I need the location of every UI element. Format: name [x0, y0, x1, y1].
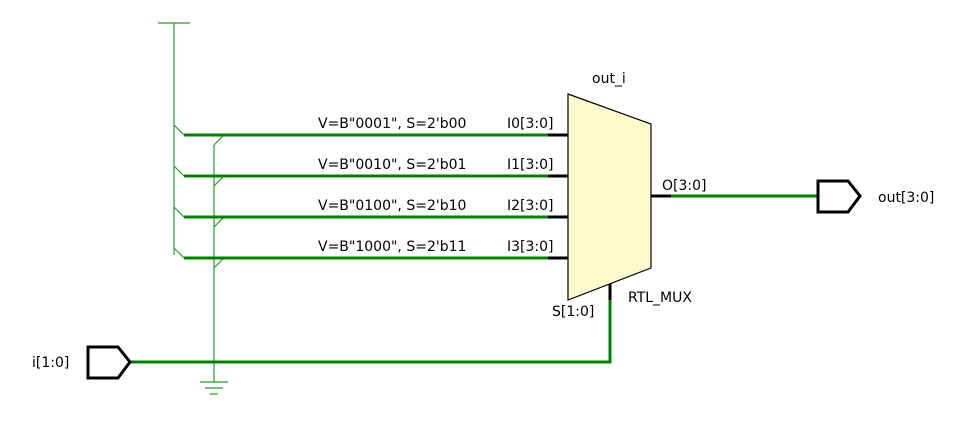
vcc-bit-taps [173, 124, 185, 259]
mux-output-pin-label: O[3:0] [662, 178, 706, 194]
mux-pin-stubs [548, 133, 671, 300]
mux-symbol[interactable] [567, 93, 652, 301]
mux-select-pin-label: S[1:0] [552, 304, 594, 320]
mux-input-pin-label: I0[3:0] [507, 116, 554, 132]
input-port-symbol[interactable] [86, 345, 132, 380]
vcc-icon [158, 22, 190, 255]
mux-instance-name: out_i [592, 71, 626, 87]
constant-buses [184, 133, 548, 260]
mux-input-pin-label: I2[3:0] [507, 198, 554, 214]
mux-input-pin-label: I1[3:0] [507, 157, 554, 173]
output-port-symbol[interactable] [816, 179, 862, 214]
output-port-label[interactable]: out[3:0] [878, 190, 934, 206]
mux-input-pin-label: I3[3:0] [507, 239, 554, 255]
constant-value-label: V=B"0001", S=2'b00 [318, 116, 466, 132]
input-port-label[interactable]: i[1:0] [32, 355, 69, 371]
select-bus [130, 300, 612, 364]
constant-value-label: V=B"0100", S=2'b10 [318, 198, 466, 214]
ground-icon [200, 145, 228, 395]
ground-bit-taps [213, 134, 225, 269]
mux-cell-type: RTL_MUX [628, 290, 692, 306]
constant-value-label: V=B"1000", S=2'b11 [318, 239, 466, 255]
constant-value-label: V=B"0010", S=2'b01 [318, 157, 466, 173]
